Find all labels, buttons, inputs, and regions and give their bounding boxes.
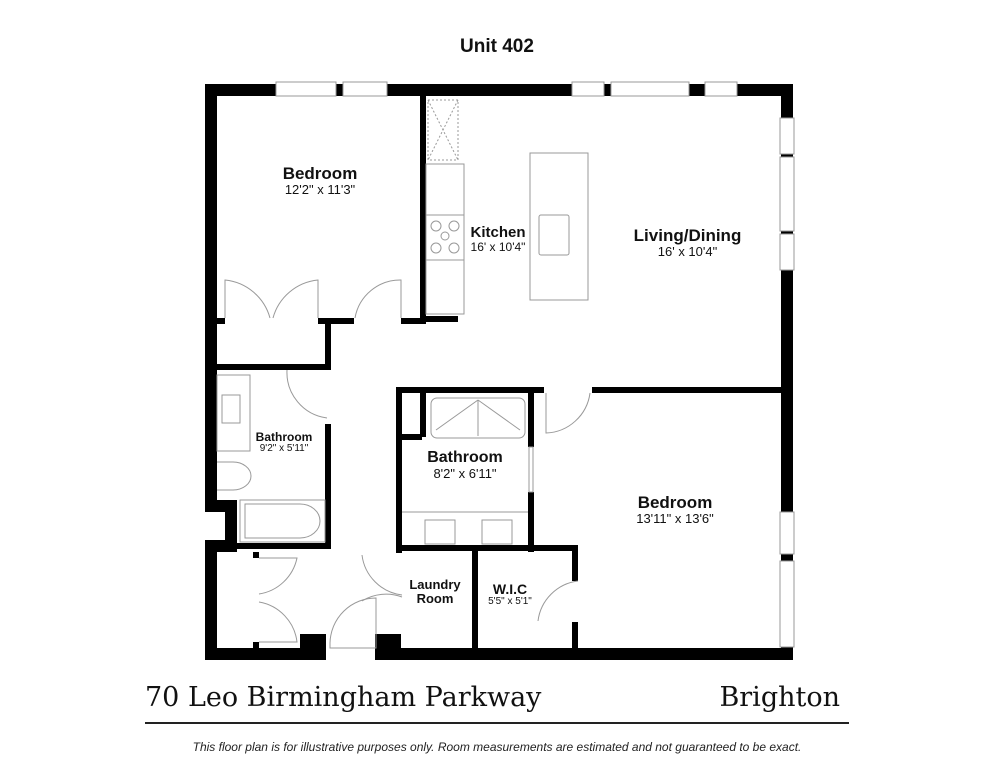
property-city: Brighton (719, 682, 840, 713)
fixtures (216, 99, 591, 649)
room-label-bedroom-2: Bedroom 13'11" x 13'6" (636, 493, 714, 526)
room-label-wic: W.I.C 5'5" x 5'1" (488, 581, 532, 607)
room-label-laundry: Laundry Room (409, 577, 461, 607)
room-label-bathroom-2: Bathroom 8'2" x 6'11" (427, 449, 503, 481)
room-label-kitchen: Kitchen 16' x 10'4" (470, 224, 526, 254)
property-address: 70 Leo Birmingham Parkway (145, 682, 542, 713)
room-label-bedroom-1: Bedroom 12'2" x 11'3" (282, 164, 358, 197)
disclaimer-text: This floor plan is for illustrative purp… (192, 740, 802, 754)
windows (275, 81, 795, 648)
footer-divider (145, 722, 849, 724)
room-label-living-dining: Living/Dining 16' x 10'4" (633, 226, 742, 259)
room-label-bathroom-1: Bathroom 9'2" x 5'11" (255, 430, 313, 454)
unit-title: Unit 402 (460, 36, 534, 57)
